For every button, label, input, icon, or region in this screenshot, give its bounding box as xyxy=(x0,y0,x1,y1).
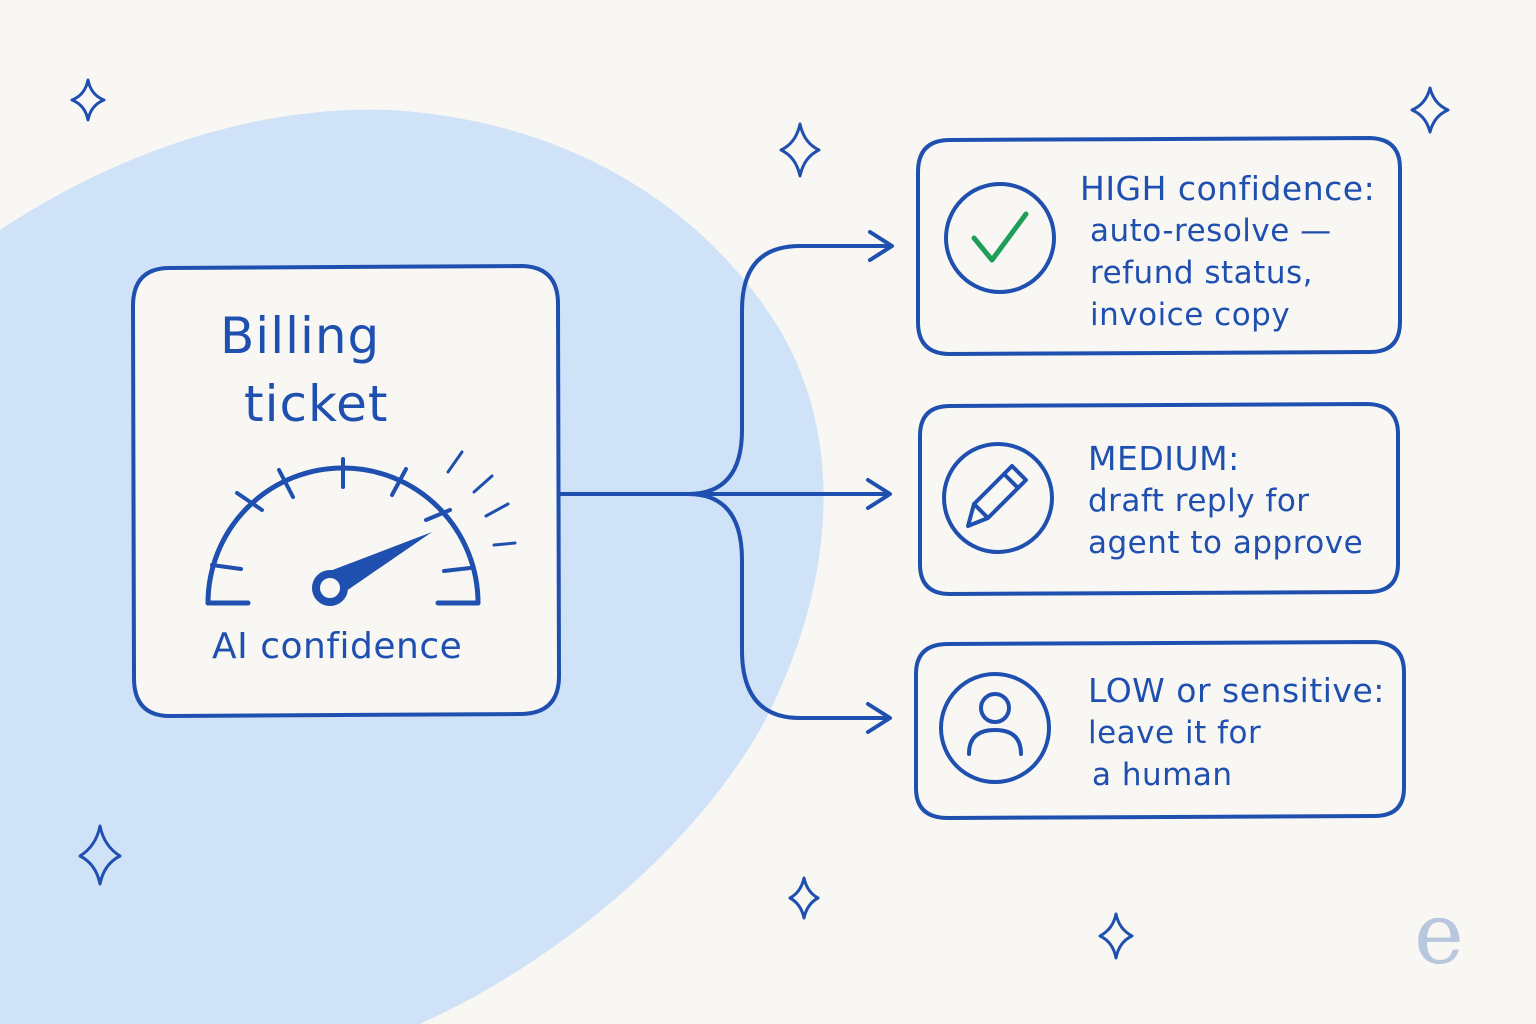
outcome-box-high xyxy=(916,135,1402,357)
outcome-medium-line: agent to approve xyxy=(1088,525,1364,561)
ticket-title-line1: Billing xyxy=(220,307,381,365)
outcome-high-text: HIGH confidence: auto-resolve — refund s… xyxy=(1080,168,1375,336)
gauge-pivot xyxy=(312,570,348,606)
brand-logo: e xyxy=(1414,885,1464,983)
sparkle-icon xyxy=(1098,912,1134,960)
person-icon xyxy=(967,692,1023,756)
outcome-low-heading: LOW or sensitive: xyxy=(1088,671,1385,710)
outcome-high-line: refund status, xyxy=(1090,255,1313,291)
outcome-medium-heading: MEDIUM: xyxy=(1088,439,1240,478)
pencil-icon xyxy=(966,464,1028,528)
connector-lines xyxy=(558,244,892,720)
ticket-title-line2: ticket xyxy=(244,375,389,433)
person-icon-circle xyxy=(939,672,1051,784)
gauge-needle xyxy=(322,532,432,598)
gauge-label: AI confidence xyxy=(212,626,463,667)
outcome-low-text: LOW or sensitive: leave it for a human xyxy=(1088,670,1385,796)
outcome-low-line: a human xyxy=(1092,757,1233,793)
outcome-high-line: auto-resolve — xyxy=(1090,213,1332,249)
checkmark-icon-circle xyxy=(944,182,1056,294)
sparkle-icon xyxy=(779,122,821,178)
outcome-box-medium xyxy=(918,401,1400,597)
outcome-high-heading: HIGH confidence: xyxy=(1080,169,1376,208)
outcome-low-line: leave it for xyxy=(1088,715,1262,751)
outcome-high-line: invoice copy xyxy=(1090,297,1291,333)
ticket-title: Billing ticket xyxy=(220,302,389,438)
outcome-medium-text: MEDIUM: draft reply for agent to approve xyxy=(1088,438,1363,564)
arrowhead-icon xyxy=(866,230,894,734)
gauge-icon xyxy=(205,450,517,606)
checkmark-icon xyxy=(971,211,1029,263)
outcome-box-low xyxy=(914,639,1406,821)
sparkle-icon xyxy=(70,78,106,122)
outcome-medium-line: draft reply for xyxy=(1088,483,1310,519)
pencil-icon-circle xyxy=(942,442,1054,554)
sparkle-icon xyxy=(788,876,820,920)
sparkle-icon xyxy=(1410,86,1450,134)
sparkle-icon xyxy=(78,824,122,886)
